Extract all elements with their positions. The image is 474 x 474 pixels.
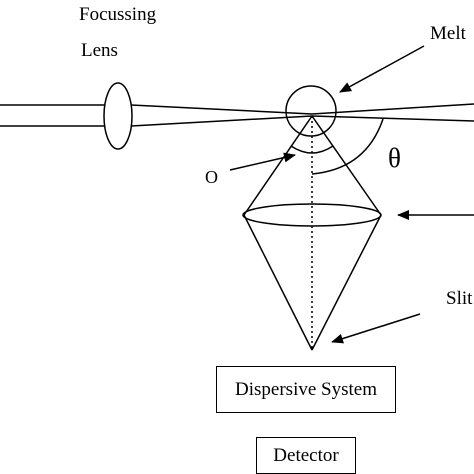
dispersive-system-label: Dispersive System [235, 378, 377, 400]
cone-upper-left-edge [243, 115, 313, 216]
melt-arrow [339, 45, 425, 93]
lens-label: Lens [81, 40, 118, 61]
cone-lower-left-edge [243, 214, 313, 351]
cone-half-angle-arc [290, 145, 334, 154]
transmitted-beam-bottom [311, 115, 474, 122]
melt-droplet [285, 85, 337, 137]
focussing-label: Focussing [79, 4, 157, 25]
transmitted-beam-top [311, 103, 474, 115]
converging-beam [130, 104, 313, 127]
melt-label: Melt [430, 23, 466, 44]
pointer-arrows [229, 45, 474, 344]
detector-box: Detector [256, 437, 356, 474]
origin-label: O [205, 167, 218, 187]
cone-upper-right-edge [311, 115, 382, 216]
converging-beam-bottom [130, 115, 313, 127]
cone-lower-right-edge [311, 214, 382, 351]
slit-arrow [331, 313, 421, 344]
theta-angle-arc [311, 118, 384, 175]
dispersive-system-box: Dispersive System [216, 366, 396, 413]
incident-beam [0, 104, 108, 127]
focussing-lens [103, 82, 133, 150]
detector-label: Detector [273, 444, 339, 466]
origin-arrow [229, 152, 296, 171]
collection-cone [242, 115, 382, 351]
theta-label: θ [388, 143, 401, 173]
converging-beam-top [130, 104, 313, 115]
transmitted-beam [311, 103, 474, 122]
slit-label: Slit [446, 288, 473, 309]
angle-markings [290, 118, 384, 175]
